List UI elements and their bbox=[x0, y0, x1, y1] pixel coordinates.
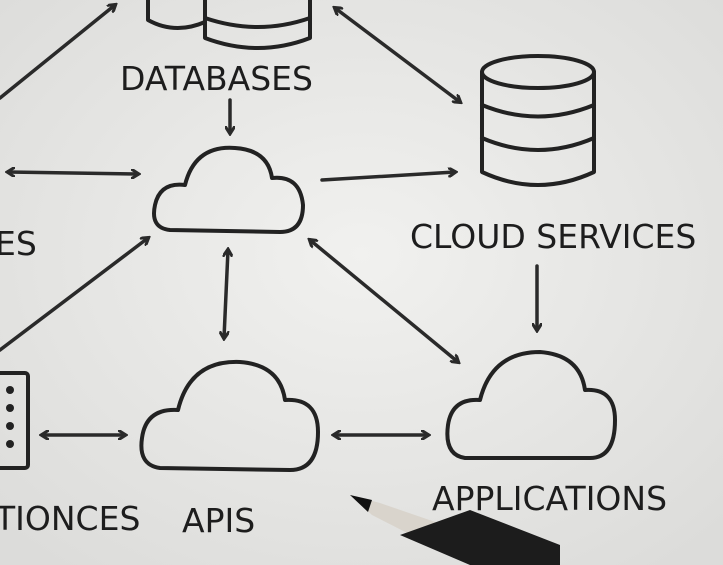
label-left-partial: ES bbox=[0, 224, 37, 263]
label-cloud-services: CLOUD SERVICES bbox=[410, 217, 696, 256]
label-bottom-left-partial: TIONCES bbox=[0, 499, 140, 538]
cloud-icon-apis bbox=[139, 359, 320, 472]
pencil bbox=[350, 495, 560, 565]
label-apis: APIS bbox=[182, 501, 255, 540]
database-icon-cloud-services bbox=[480, 54, 596, 187]
server-icon bbox=[0, 371, 30, 470]
cloud-icon-applications bbox=[445, 350, 617, 460]
database-icon-top bbox=[146, 0, 312, 50]
label-databases: DATABASES bbox=[120, 59, 313, 98]
connection-arrows bbox=[0, 5, 537, 435]
cloud-icon-center bbox=[152, 145, 305, 234]
